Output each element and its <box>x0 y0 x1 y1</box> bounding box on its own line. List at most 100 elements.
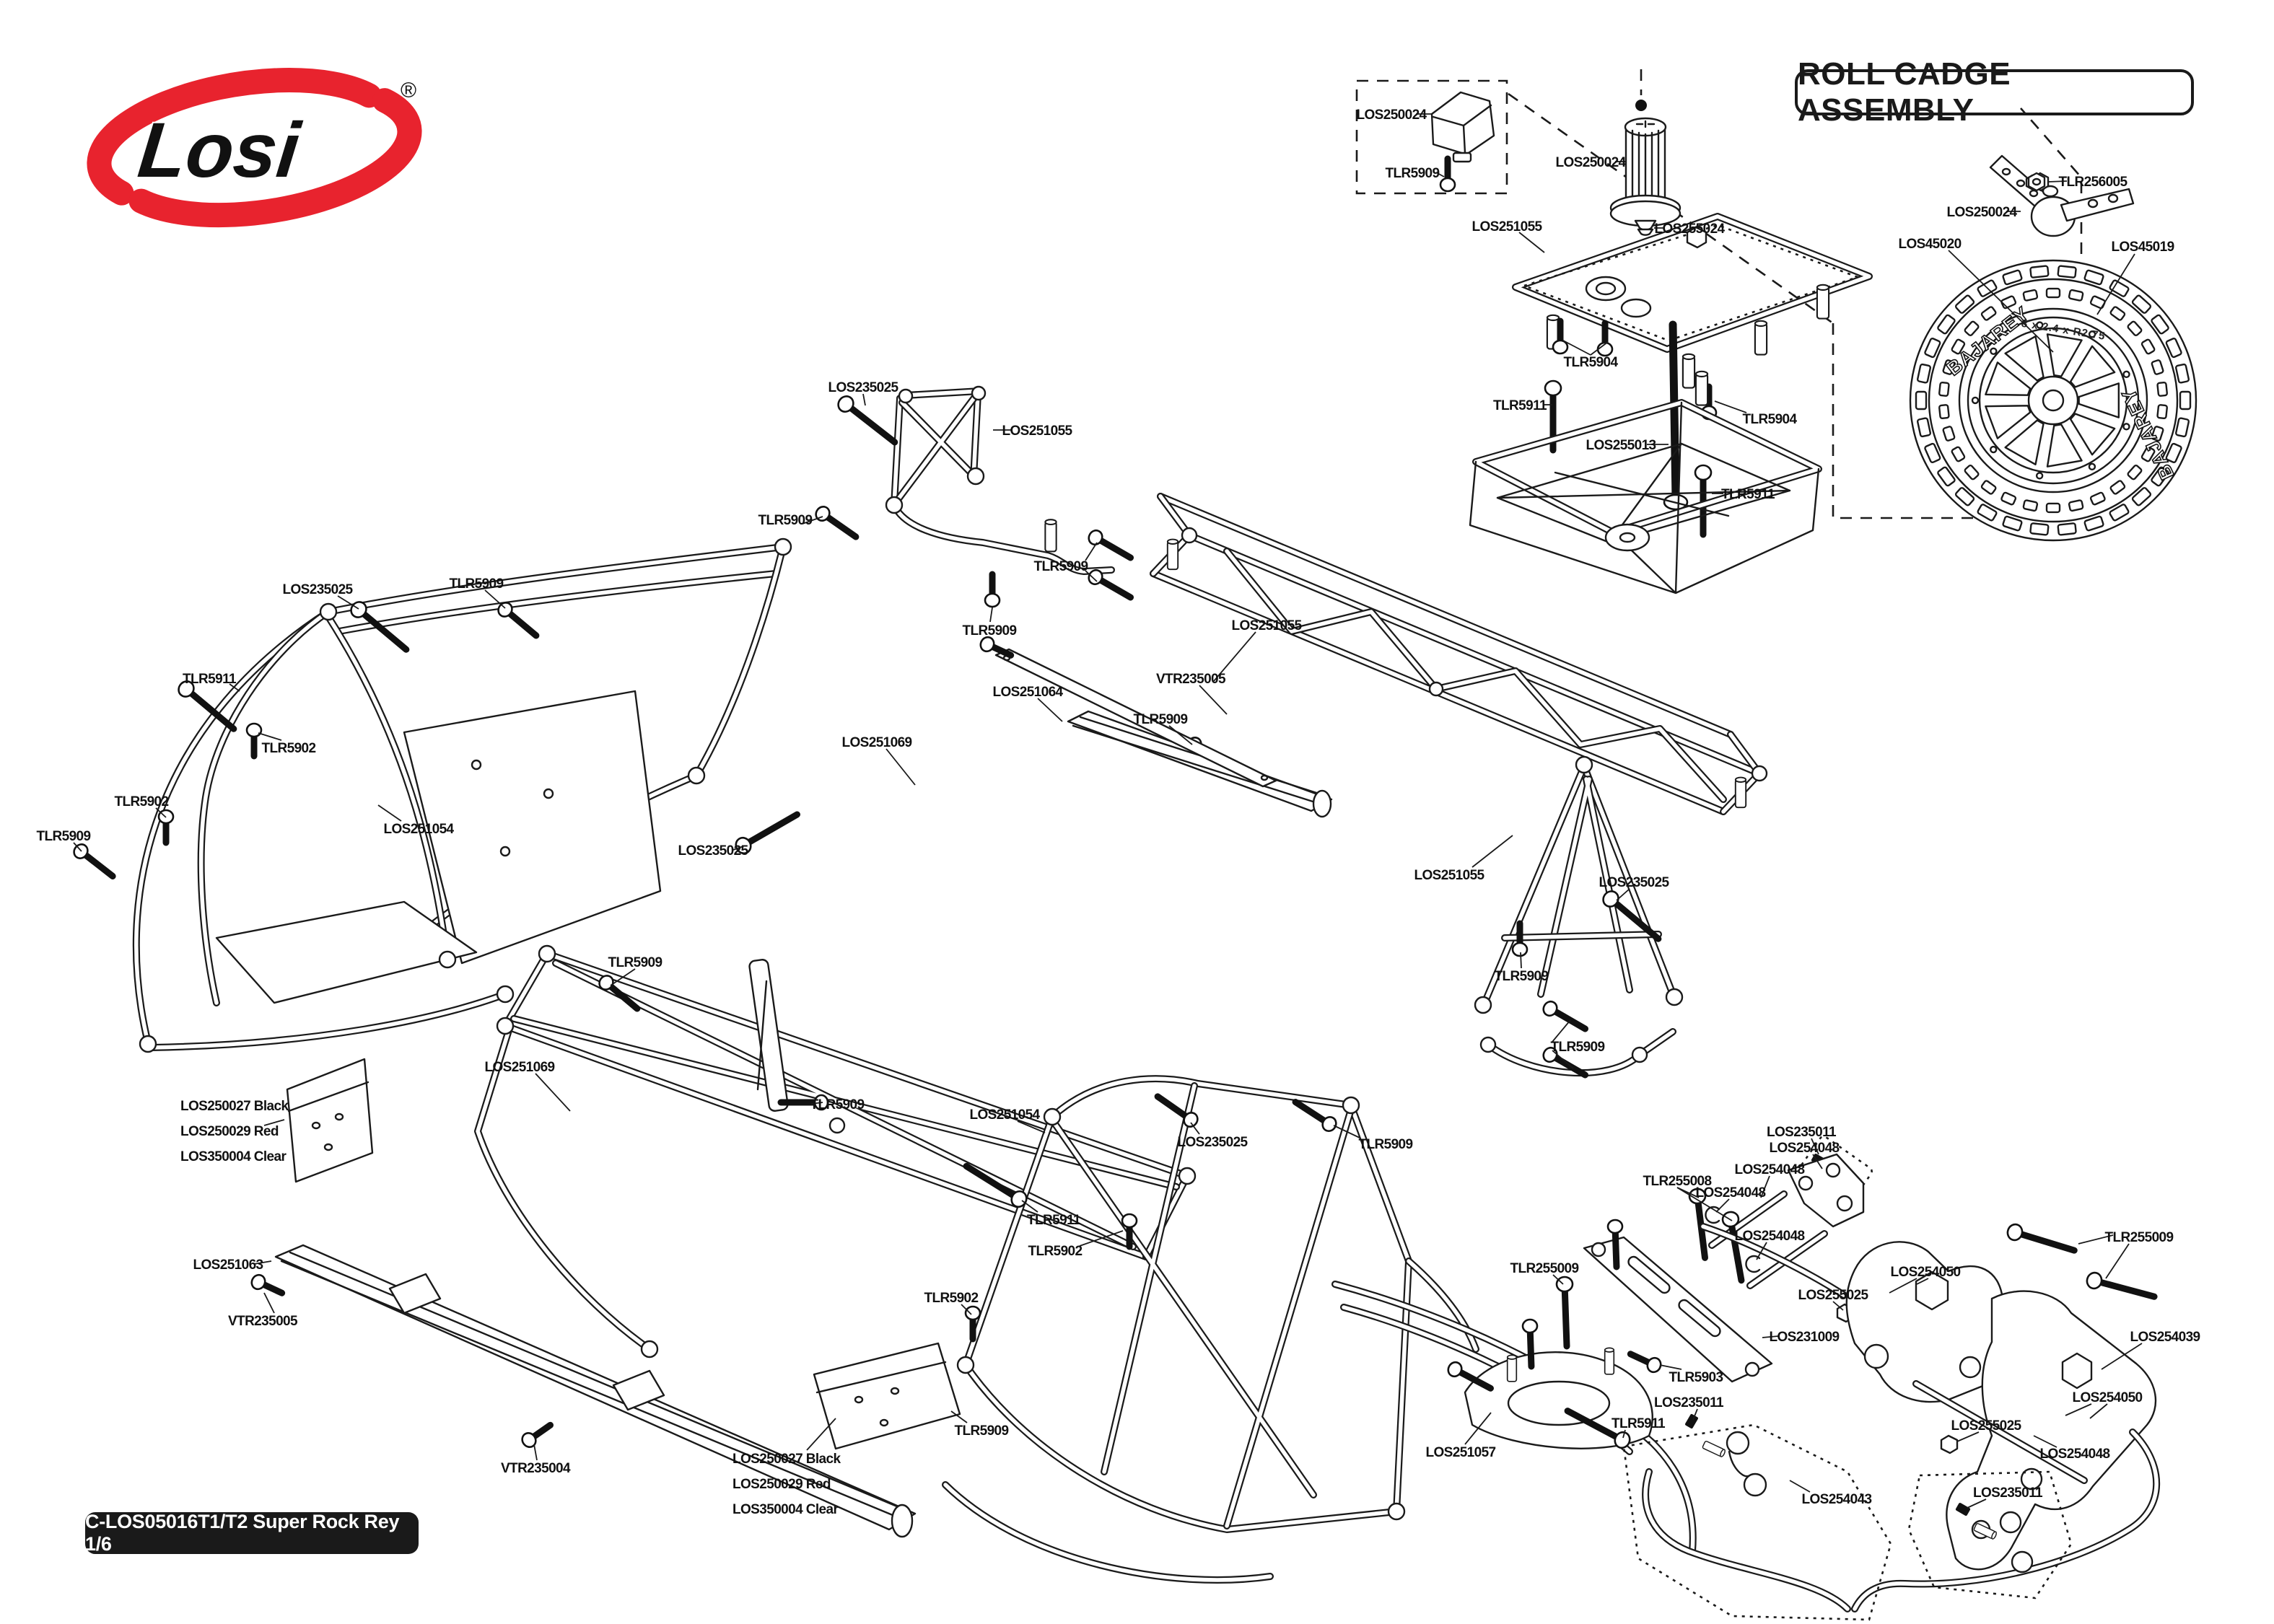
part-label: LOS255024 <box>1654 221 1725 237</box>
rear-a-frame <box>1474 755 1684 1081</box>
leader-line <box>1622 1429 1626 1439</box>
part-label: VTR235004 <box>501 1461 571 1476</box>
part-label: LOS235025 <box>282 582 353 597</box>
rear-hub-carriers <box>1845 1241 2157 1571</box>
leader-line <box>2047 180 2068 183</box>
leader-line <box>1789 1480 1811 1493</box>
leader-line <box>1692 1408 1698 1421</box>
roof-plate <box>1512 213 1873 535</box>
leader-line <box>1552 1019 1571 1043</box>
leader-line <box>2078 1234 2114 1245</box>
leader-lines <box>73 113 2143 1509</box>
part-label: LOS254048 <box>1734 1162 1804 1177</box>
part-label: LOS254043 <box>1801 1492 1871 1507</box>
part-label: LOS350004 Clear <box>180 1149 287 1164</box>
battery-tub <box>1469 370 1822 594</box>
mid-cage-frame <box>474 807 1197 1359</box>
part-label: LOS254050 <box>2072 1390 2142 1405</box>
part-label: TLR5909 <box>608 955 662 970</box>
leader-line <box>1021 1200 1038 1213</box>
leader-line <box>1037 698 1063 722</box>
part-label: TLR255009 <box>2105 1230 2174 1245</box>
part-label: TLR255009 <box>1510 1261 1579 1276</box>
part-label: LOS251055 <box>1002 423 1072 439</box>
chassis-brace-arm <box>1583 1220 1773 1383</box>
leader-line <box>810 1102 823 1105</box>
leader-line <box>337 595 359 610</box>
part-label: LOS251057 <box>1425 1445 1495 1460</box>
leader-line <box>1956 1431 1980 1442</box>
leader-line <box>1435 172 1445 177</box>
dashed-boundaries <box>1355 69 2083 519</box>
leader-line <box>610 968 636 986</box>
part-label: TLR5909 <box>1133 712 1187 727</box>
leader-line <box>1552 1274 1564 1285</box>
leader-line <box>73 842 82 852</box>
sway-bars-and-links <box>1564 1223 2161 1621</box>
part-label: LOS250029 Red <box>733 1477 831 1492</box>
leader-line <box>950 1410 968 1423</box>
part-label: LOS250024 <box>1555 155 1626 170</box>
part-label: TLR5909 <box>1033 559 1088 574</box>
body-panel-left <box>286 1058 374 1183</box>
part-label: LOS250024 <box>1356 107 1427 123</box>
part-label: LOS250029 Red <box>180 1124 279 1139</box>
leader-line <box>1085 570 1098 582</box>
part-label: TLR5909 <box>810 1097 864 1112</box>
body-mount-block <box>1430 91 1495 191</box>
part-label: TLR5909 <box>449 576 503 592</box>
part-label: TLR5902 <box>924 1291 978 1306</box>
part-label: TLR5911 <box>183 672 237 687</box>
leader-line <box>1889 1278 1917 1294</box>
body-panel-right <box>813 1342 961 1450</box>
leader-line <box>733 846 744 851</box>
leader-line <box>1590 341 1609 356</box>
part-label: TLR5902 <box>261 741 315 756</box>
part-label: LOS235011 <box>1654 1395 1724 1410</box>
leader-line <box>2101 1343 2143 1370</box>
leader-line <box>961 1304 972 1315</box>
leader-line <box>1756 1242 1767 1260</box>
part-label: LOS235025 <box>1177 1135 1248 1150</box>
spare-tire: BAJAREY BAJAREY 8 x 2.4 x R2.75 <box>1909 259 2198 542</box>
rear-bumper <box>1331 1277 1697 1555</box>
leader-line <box>1552 1050 1574 1069</box>
part-label: LOS235011 <box>1973 1485 2043 1501</box>
leader-line <box>862 393 866 406</box>
leader-line <box>535 1073 571 1112</box>
part-label: LOS251063 <box>193 1257 263 1273</box>
leader-line <box>2065 1403 2092 1416</box>
losi-logo-text: Losi <box>134 106 305 193</box>
leader-line <box>1518 232 1545 253</box>
part-label: TLR5902 <box>1028 1244 1082 1259</box>
leader-line <box>258 732 282 741</box>
part-label: TLR5904 <box>1742 412 1797 427</box>
leader-line <box>1714 400 1747 413</box>
leader-line <box>1333 1125 1360 1138</box>
part-label: LOS250024 <box>1946 205 2017 220</box>
leader-line <box>989 607 993 623</box>
part-label: TLR255008 <box>1643 1174 1712 1189</box>
leader-line <box>1079 1230 1124 1247</box>
leader-line <box>2033 1435 2057 1448</box>
leader-line <box>1659 1364 1682 1370</box>
leader-line <box>1811 1138 1819 1155</box>
leader-line <box>229 683 240 692</box>
part-label: TLR5909 <box>962 623 1016 638</box>
part-label: TLR5909 <box>954 1423 1008 1439</box>
leader-line <box>1967 1498 1987 1509</box>
part-label: LOS251054 <box>969 1107 1040 1123</box>
leader-line <box>1812 1154 1823 1169</box>
leader-line <box>1832 1301 1844 1311</box>
leader-line <box>1190 1122 1200 1135</box>
leader-line <box>1948 250 2054 353</box>
part-label: VTR235005 <box>1156 672 1226 687</box>
part-label: LOS235025 <box>678 843 748 859</box>
part-label: LOS251064 <box>992 685 1063 700</box>
leader-line <box>2089 1403 2108 1419</box>
part-label: LOS45019 <box>2111 240 2174 255</box>
part-label: LOS231009 <box>1769 1330 1839 1345</box>
leader-line <box>1676 1187 1733 1221</box>
